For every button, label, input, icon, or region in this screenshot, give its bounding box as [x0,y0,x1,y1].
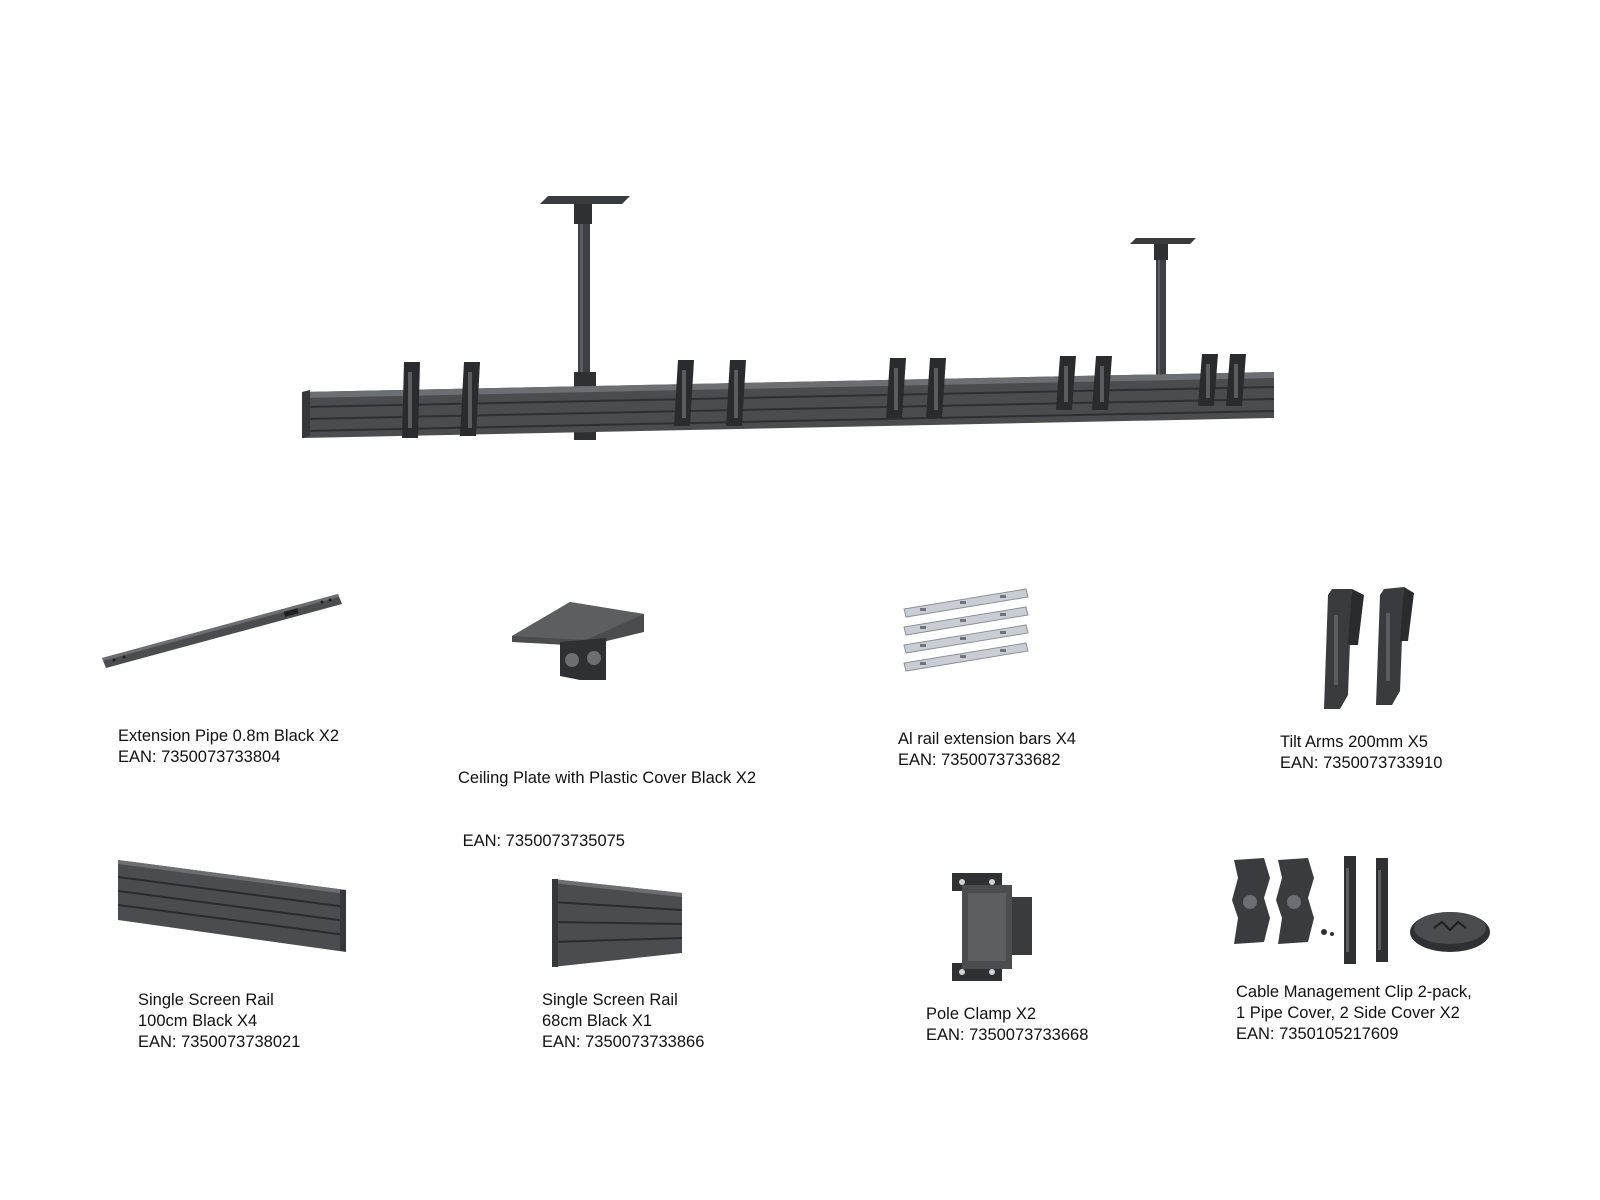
caption-line: Single Screen Rail [138,991,274,1009]
caption-tilt-arms: Tilt Arms 200mm X5 EAN: 7350073733910 [1280,732,1442,774]
caption-line: EAN: 7350073733866 [542,1033,705,1051]
caption-rail-100cm: Single Screen Rail 100cm Black X4 EAN: 7… [138,990,300,1053]
caption-line: Tilt Arms 200mm X5 [1280,733,1428,751]
tilt-arms-image [1324,587,1414,709]
caption-line: Single Screen Rail [542,991,678,1009]
caption-ceiling-plate: Ceiling Plate with Plastic Cover Black X… [458,726,756,894]
single-screen-rail-100cm-image [118,860,346,952]
caption-line: 100cm Black X4 [138,1012,258,1030]
caption-line: EAN: 7350073733682 [898,751,1061,769]
caption-line: 68cm Black X1 [542,1012,653,1030]
al-rail-extension-bars-image [903,588,1029,672]
caption-line: 1 Pipe Cover, 2 Side Cover X2 [1236,1004,1460,1022]
caption-al-rail-bars: Al rail extension bars X4 EAN: 735007373… [898,729,1076,771]
caption-line: EAN: 7350073733804 [118,748,281,766]
pole-clamp-image [952,873,1032,981]
caption-line: Al rail extension bars X4 [898,730,1076,748]
caption-line: Ceiling Plate with Plastic Cover Black X… [458,769,757,787]
single-screen-rail-68cm-image [552,879,682,967]
caption-line: Extension Pipe 0.8m Black X2 [118,727,340,745]
caption-pole-clamp: Pole Clamp X2 EAN: 7350073733668 [926,1004,1088,1046]
extension-pipe-image [102,594,342,668]
caption-line: Cable Management Clip 2-pack, [1236,983,1472,1001]
caption-line: EAN: 7350105217609 [1236,1025,1399,1043]
caption-line: EAN: 7350073733910 [1280,754,1443,772]
caption-line: EAN: 7350073735075 [458,832,625,850]
caption-line: EAN: 7350073733668 [926,1026,1089,1044]
assembled-ceiling-mount-image [302,196,1274,440]
caption-extension-pipe: Extension Pipe 0.8m Black X2 EAN: 735007… [118,726,339,768]
cable-management-kit-image [1232,856,1490,964]
caption-line: EAN: 7350073738021 [138,1033,301,1051]
ceiling-plate-image [512,602,644,680]
caption-rail-68cm: Single Screen Rail 68cm Black X1 EAN: 73… [542,990,704,1053]
caption-line: Pole Clamp X2 [926,1005,1037,1023]
caption-cable-management: Cable Management Clip 2-pack, 1 Pipe Cov… [1236,982,1472,1045]
